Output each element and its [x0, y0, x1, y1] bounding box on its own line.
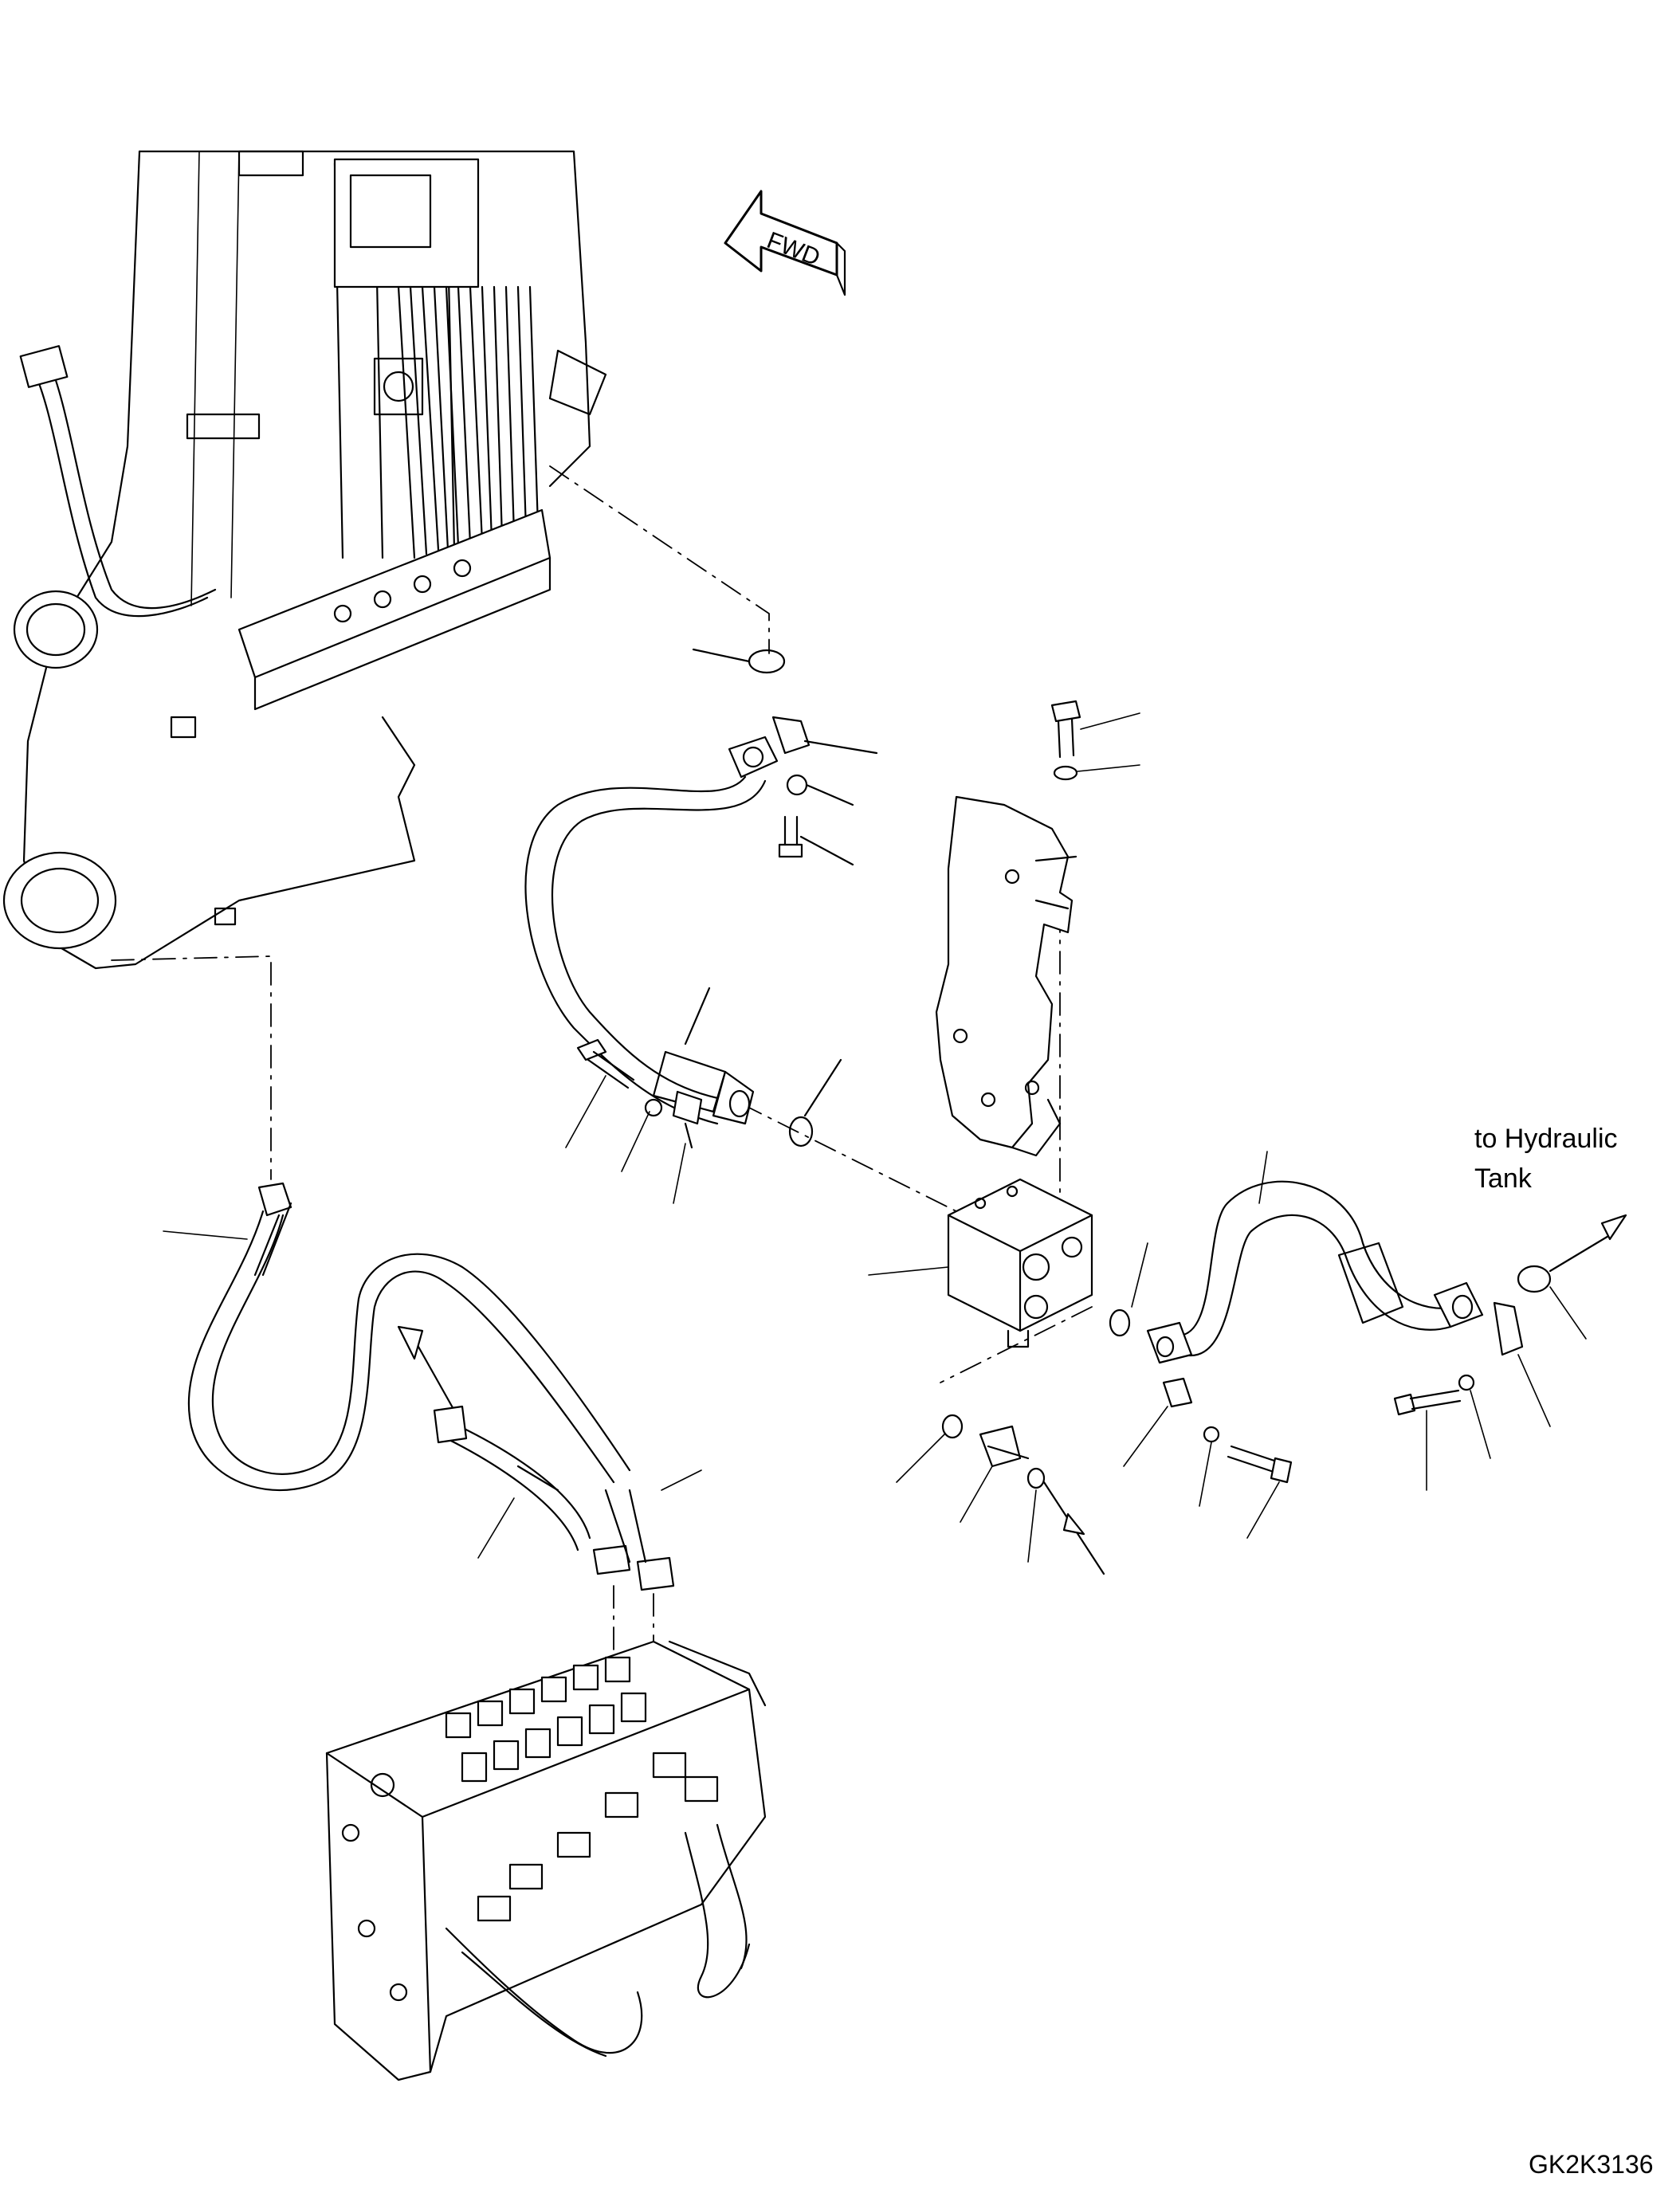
to-tank-label-line2: Tank: [1474, 1163, 1533, 1194]
lower-hose-assembly: [163, 1182, 702, 1591]
o-ring-block: [1109, 1308, 1131, 1337]
boom-assembly: [2, 150, 607, 970]
valve-block: [868, 1178, 1148, 1348]
mounting-bracket: [935, 700, 1140, 1157]
return-hose-assembly: [1123, 1151, 1627, 1539]
to-tank-arrow-icon: [1600, 1214, 1627, 1241]
to-tank-label-line1: to Hydraulic: [1474, 1124, 1618, 1154]
fitting-group: [896, 1414, 1105, 1575]
o-ring-upper: [748, 649, 786, 674]
drawing-code: GK2K3136: [1529, 2150, 1654, 2179]
o-ring-flange: [788, 1116, 814, 1148]
o-ring-tank: [1517, 1265, 1552, 1293]
valve-fittings: [341, 1656, 719, 2002]
fwd-arrow-icon: FWD: [724, 190, 846, 296]
control-valve-assembly: [325, 1640, 767, 2081]
upper-hose-assembly: [524, 648, 878, 1204]
